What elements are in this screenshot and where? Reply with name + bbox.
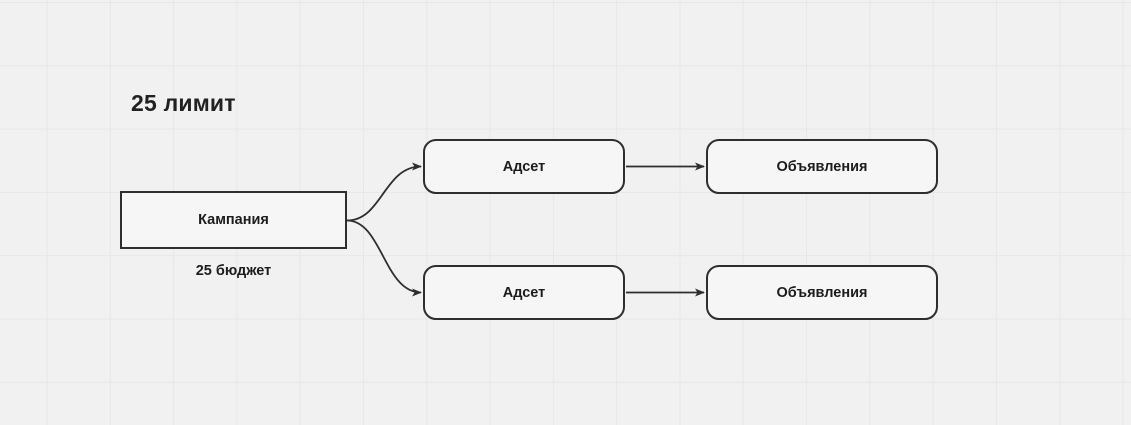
node-ads-2[interactable]: Объявления [706,265,938,320]
diagram-title[interactable]: 25 лимит [131,90,236,116]
node-adset-1-label: Адсет [502,158,546,175]
edge-campaign-to-adset-2[interactable] [346,219,422,297]
node-campaign[interactable]: Кампания [120,191,347,249]
node-adset-2[interactable]: Адсет [423,265,625,320]
node-ads-1[interactable]: Объявления [706,139,938,194]
node-ads-1-label: Объявления [776,158,868,175]
node-campaign-label: Кампания [198,212,269,228]
campaign-budget-note[interactable]: 25 бюджет [195,263,272,279]
node-ads-2-label: Объявления [776,284,868,301]
node-adset-1[interactable]: Адсет [423,139,625,194]
node-adset-2-label: Адсет [502,284,546,301]
edge-campaign-to-adset-1[interactable] [346,162,422,222]
